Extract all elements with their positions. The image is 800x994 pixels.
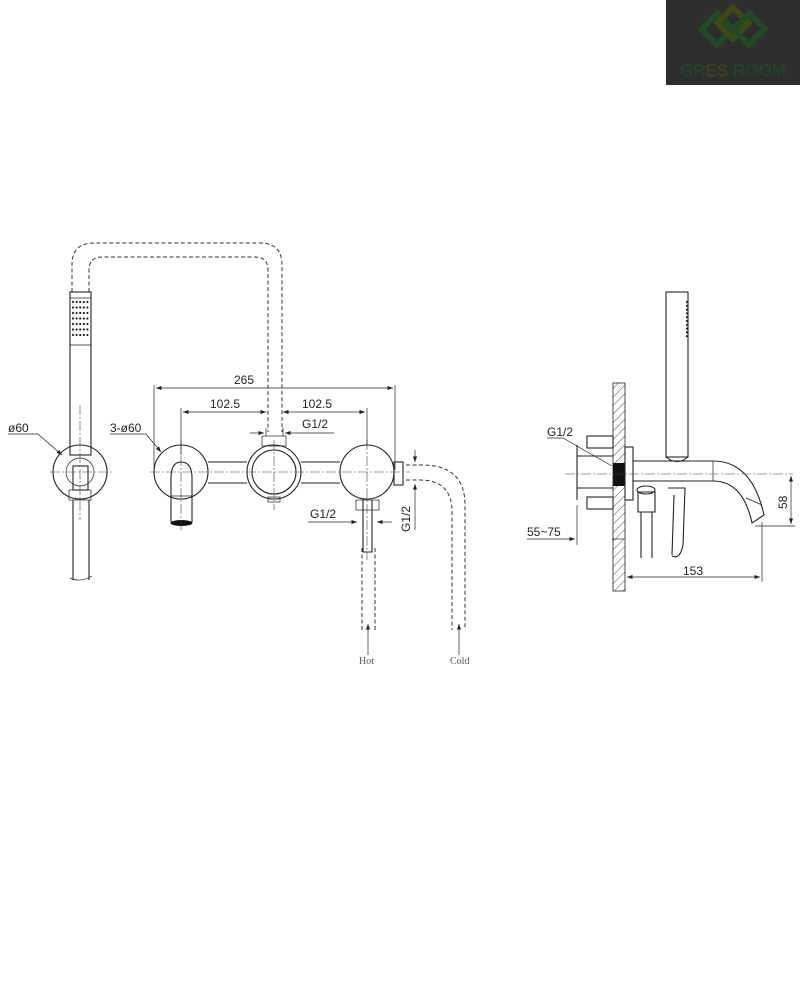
mixer-valve <box>339 444 404 553</box>
nozzle-dot <box>75 311 78 315</box>
logo-diamonds-icon <box>697 3 769 49</box>
nozzle-dot <box>86 333 89 337</box>
nozzle-dot <box>71 322 75 326</box>
nozzle-dot <box>82 311 85 315</box>
nozzle-dot <box>82 328 85 331</box>
nozzle-dot <box>79 306 82 309</box>
nozzle-dot <box>75 328 78 331</box>
brand-logo: GRES ROOM <box>666 0 800 85</box>
hand-shower <box>69 291 92 456</box>
wall-depth-dim: 55~75 <box>527 525 561 539</box>
nozzle-dot <box>75 322 78 326</box>
nozzle-dot <box>685 319 689 323</box>
nozzle-dot <box>79 300 82 304</box>
nozzle-dot <box>86 311 89 315</box>
hot-label: Hot <box>359 656 374 667</box>
nozzle-dot <box>79 328 82 331</box>
nozzle-dot <box>86 306 89 309</box>
nozzle-dot <box>79 317 82 320</box>
wall-section <box>612 382 626 592</box>
spacing-right-dim: 102.5 <box>302 397 332 411</box>
side-view: G1/2 55~75 153 58 <box>527 291 795 592</box>
overall-width-dim: 265 <box>234 373 254 387</box>
side-thread-dim: G1/2 <box>547 425 573 439</box>
nozzle-dot <box>685 300 689 304</box>
thread-top-dim: G1/2 <box>302 417 328 431</box>
thread-bottom-dim: G1/2 <box>310 507 336 521</box>
nozzle-dot <box>75 300 78 304</box>
spout-projection-dim: 153 <box>683 564 703 578</box>
nozzle-dot <box>71 306 75 309</box>
nozzle-dot <box>86 322 89 326</box>
nozzle-dot <box>71 300 75 304</box>
hose-inner-dashed <box>88 256 269 432</box>
nozzle-dot <box>82 333 85 337</box>
nozzle-dot <box>86 328 89 331</box>
logo-text-part: ROOM <box>728 61 786 80</box>
spout-drop-dim: 58 <box>776 495 790 509</box>
nozzle-dot <box>82 322 85 326</box>
holder-diameter-label: ø60 <box>8 421 29 435</box>
spacing-left-dim: 102.5 <box>210 397 240 411</box>
side-hand-shower <box>665 291 689 458</box>
wall-holder <box>50 405 112 581</box>
nozzle-dot <box>75 306 78 309</box>
side-spout <box>633 460 765 524</box>
nozzle-dot <box>685 331 689 334</box>
flanges-diameter-label: 3-ø60 <box>110 421 142 435</box>
nozzle-dot <box>71 328 75 331</box>
cold-label: Cold <box>450 656 469 667</box>
nozzle-dot <box>79 311 82 315</box>
nozzle-dot <box>685 323 689 326</box>
logo-text: GRES ROOM <box>666 61 800 81</box>
thread-side-dim: G1/2 <box>399 506 413 532</box>
nozzle-dot <box>71 317 75 320</box>
nozzle-dot <box>79 333 82 337</box>
nozzle-dot <box>685 316 689 319</box>
nozzle-dot <box>71 311 75 315</box>
logo-text-part: GR <box>680 61 706 80</box>
nozzle-dot <box>75 317 78 320</box>
nozzle-dot <box>685 327 689 330</box>
nozzle-dot <box>685 308 689 311</box>
nozzle-dot <box>75 333 78 337</box>
nozzle-dot <box>82 306 85 309</box>
nozzle-dot <box>82 300 85 304</box>
nozzle-dot <box>86 300 89 304</box>
logo-text-part: ES <box>705 61 729 80</box>
nozzle-dot <box>685 312 689 315</box>
nozzle-dot <box>685 304 689 307</box>
nozzle-dot <box>685 335 689 338</box>
hose-outer-dashed <box>71 242 283 432</box>
front-view: ø60 3-ø60 <box>8 242 469 667</box>
nozzle-dot <box>86 317 89 320</box>
nozzle-dot <box>71 333 75 337</box>
nozzle-dot <box>82 317 85 320</box>
nozzle-dot <box>79 322 82 326</box>
